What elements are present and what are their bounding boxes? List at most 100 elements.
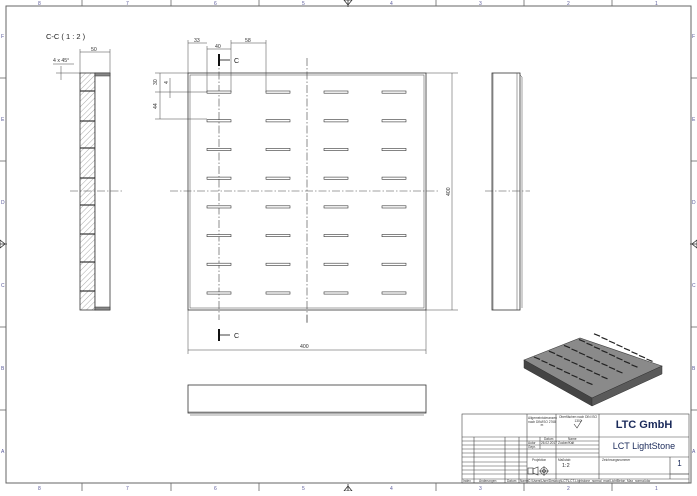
iso-slot [631,364,638,368]
iso-slot [563,370,571,375]
slot [323,291,349,295]
sheet-number: 1 [677,458,682,468]
iso-slot [563,357,571,362]
svg-text:7: 7 [126,1,129,7]
iso-slot [608,366,616,370]
zone-labels-left: F E D C B A [1,34,5,455]
side-view [485,72,530,311]
chamfer-note: 4 x 45° [53,58,69,64]
slot [265,234,291,238]
iso-slot [548,363,556,368]
slot [323,90,349,94]
name-value: Zucker/Kalt [558,441,575,445]
dim-4: 4 [164,81,170,84]
slot [206,119,232,123]
iso-slot [586,355,593,360]
iso-slot [578,365,586,369]
scale-label: Maßstab [558,458,571,462]
slot [323,205,349,209]
iso-slot [556,354,563,358]
iso-slot [578,339,586,343]
rev-header-date: Datum [507,479,517,483]
svg-text:7: 7 [126,486,129,491]
projection-label: Projektion [532,458,547,462]
section-view-title: C-C ( 1 : 2 ) [46,32,86,41]
iso-slot [571,361,578,365]
slot [323,148,349,151]
slot [323,234,349,238]
date-value: 26.02.2017 [541,441,557,445]
slot [206,291,232,295]
svg-text:6: 6 [214,1,217,7]
slot [206,90,232,94]
iso-slot [571,374,578,378]
slot-grid [206,90,407,295]
svg-text:A: A [1,449,5,455]
slot [265,176,291,180]
iso-slot [608,340,616,344]
slot [381,262,407,266]
dim-30: 30 [153,79,159,85]
iso-slot [623,347,631,352]
svg-text:E: E [1,117,5,123]
iso-slot [616,370,623,374]
slot [265,291,291,295]
iso-slot [541,360,548,364]
rev-header-changes: Änderungen [479,479,497,483]
drawing-number-label: Zeichnungsnummer [602,458,631,462]
column-ticks-top [81,0,613,6]
svg-text:3: 3 [479,1,482,7]
title-block: LTC GmbH LCT LightStone 1 Allgemeintoler… [462,414,689,483]
rev-header-name: Name [520,479,529,483]
top-view: 33 40 58 C 30 4 44 400 400 C [153,38,458,354]
iso-slot [601,349,608,354]
svg-text:6: 6 [214,486,217,491]
iso-slot [593,346,601,350]
surface-finish-icon [573,419,583,429]
company-name: LTC GmbH [615,419,673,431]
iso-slot [623,360,631,365]
iso-slot [563,344,571,349]
rev-header-index: Index [463,479,471,483]
dim-33: 33 [194,38,200,44]
section-view-c-c: C-C ( 1 : 2 ) 50 4 x 45° [46,32,122,311]
slot [323,262,349,266]
tolerance-label: Allgemeintoleranzen nach DIN/ISO 2768 m [528,416,557,428]
front-view [187,315,427,416]
iso-slot [608,353,616,357]
slot [265,148,291,151]
svg-text:F: F [1,34,4,40]
slot [265,205,291,209]
svg-text:D: D [1,200,5,206]
svg-text:B: B [692,366,696,372]
author-label: Autor [528,441,536,445]
section-marker-top: C [234,58,239,65]
svg-text:8: 8 [38,1,41,7]
slot [206,148,232,151]
iso-slot [571,348,578,352]
svg-text:A: A [692,449,696,455]
svg-text:C: C [692,283,696,289]
slot [265,90,291,94]
svg-text:C: C [1,283,5,289]
slot [206,234,232,238]
dim-40: 40 [215,44,221,50]
svg-text:B: B [1,366,5,372]
iso-slot [586,342,593,347]
svg-text:4: 4 [390,486,393,491]
isometric-view [523,333,663,407]
name-header: Name [568,437,577,441]
iso-slot [578,352,586,356]
iso-slot [616,357,623,361]
slot [381,119,407,123]
iso-slot [593,372,601,376]
iso-slot [616,344,623,348]
svg-text:2: 2 [567,486,570,491]
projection-symbol-icon [527,466,549,476]
svg-text:D: D [692,200,696,206]
svg-text:F: F [692,34,695,40]
zone-labels-top: 8 7 6 5 4 3 2 1 [38,1,658,7]
iso-slot [578,378,586,382]
iso-slot [601,336,608,341]
